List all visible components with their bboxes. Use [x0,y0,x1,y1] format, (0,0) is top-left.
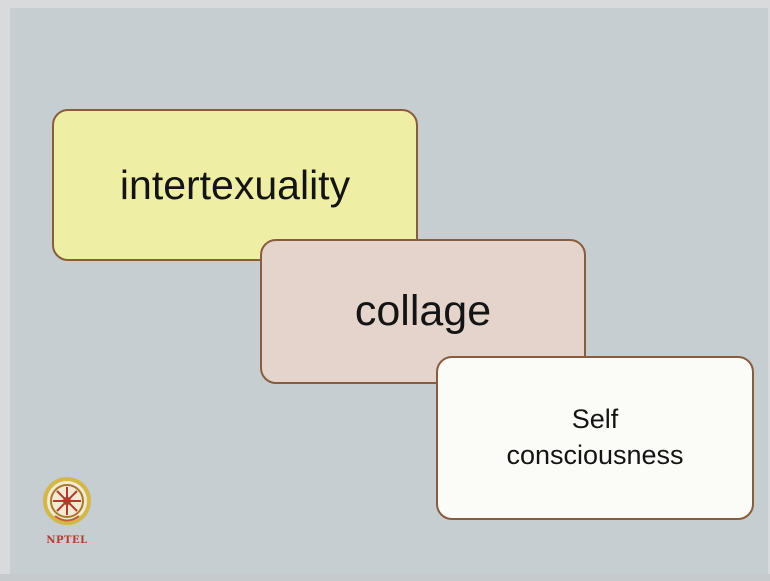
nptel-logo-icon [43,477,91,525]
self-consciousness-box: Self consciousness [436,356,754,520]
nptel-logo-text: NPTEL [46,535,88,546]
intertexuality-label: intertexuality [119,161,351,208]
bottom-strip [0,574,770,581]
slide: intertexuality collage Self consciousnes… [10,8,768,574]
consciousness-label: consciousness [506,440,684,470]
nptel-logo: NPTEL [38,470,96,556]
collage-label: collage [354,287,492,335]
self-label: Self [571,404,619,435]
intertexuality-box: intertexuality [52,109,418,261]
